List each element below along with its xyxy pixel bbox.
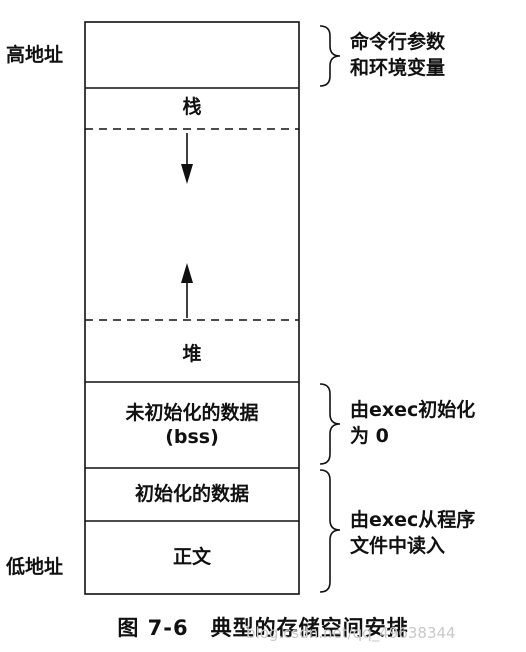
bss-label-line1: 未初始化的数据 <box>125 402 259 425</box>
data-segment: 初始化的数据 <box>85 468 299 521</box>
env-annotation-line2: 和环境变量 <box>350 56 446 79</box>
bss-annotation-line1: 由exec初始化 <box>350 399 476 421</box>
bss-label-line2: (bss) <box>165 426 219 448</box>
env-brace-icon <box>319 25 341 87</box>
stack-label: 栈 <box>182 96 202 119</box>
bss-annotation: 由exec初始化 为 0 <box>350 398 475 449</box>
text-annotation: 由exec从程序 文件中读入 <box>350 508 475 559</box>
text-annotation-line1: 由exec从程序 <box>350 509 476 531</box>
bss-annotation-line2: 为 0 <box>350 424 389 447</box>
env-annotation: 命令行参数 和环境变量 <box>350 30 445 81</box>
stack-segment: 栈 <box>85 88 299 128</box>
bss-brace-icon <box>319 383 341 465</box>
text-segment: 正文 <box>85 521 299 594</box>
env-annotation-line1: 命令行参数 <box>350 31 446 53</box>
figure-caption: 图 7-6 典型的存储空间安排 <box>0 612 526 642</box>
text-label: 正文 <box>172 545 211 568</box>
heap-segment: 堆 <box>85 330 299 380</box>
watermark: blog.csdn.net/qq_49638344 <box>246 624 456 642</box>
figure-number: 图 7-6 <box>117 616 189 640</box>
memory-outline <box>84 21 300 595</box>
heap-label: 堆 <box>182 343 202 366</box>
figure-title: 典型的存储空间安排 <box>210 616 409 640</box>
bss-segment: 未初始化的数据 (bss) <box>85 384 299 468</box>
low-address-label: 低地址 <box>6 556 64 578</box>
stack-growth-down-arrow-icon <box>181 133 193 184</box>
high-address-label: 高地址 <box>6 44 64 66</box>
heap-growth-up-arrow-icon <box>181 263 193 318</box>
data-label: 初始化的数据 <box>134 482 249 505</box>
text-annotation-line2: 文件中读入 <box>350 534 446 557</box>
data-text-brace-icon <box>319 469 341 593</box>
